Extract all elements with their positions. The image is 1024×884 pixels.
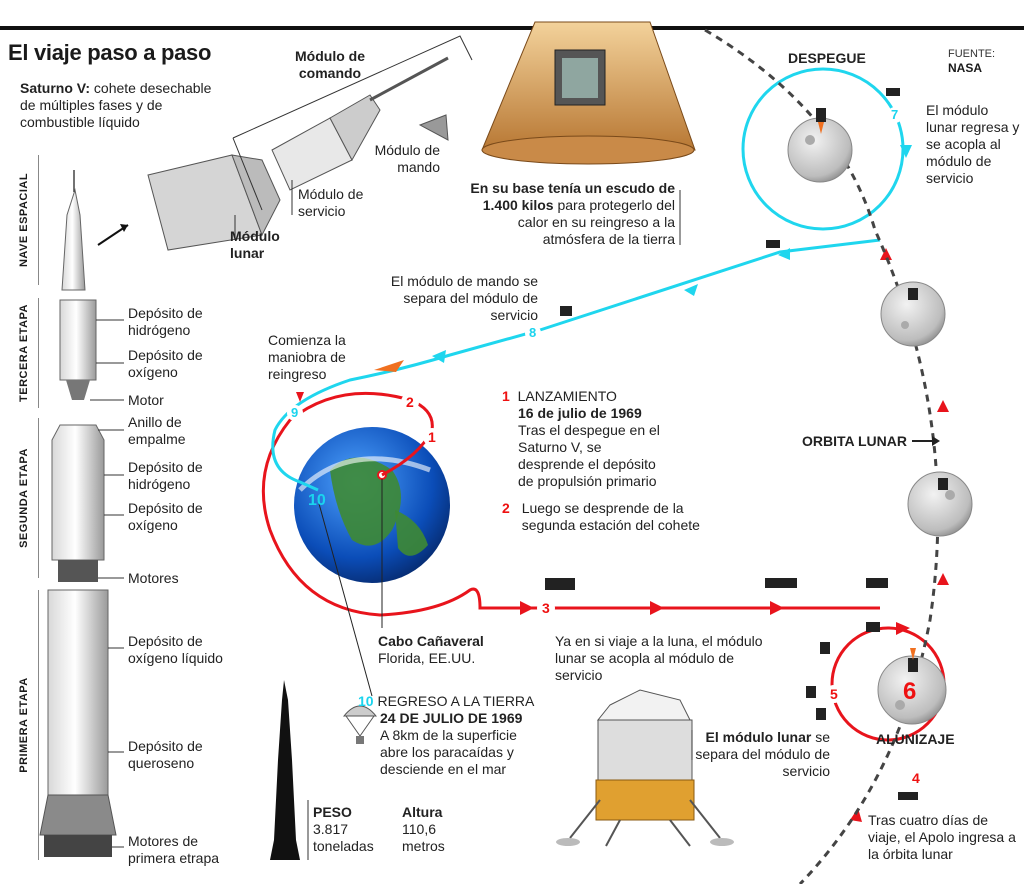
step8-text: El módulo de mando se separa del módulo … xyxy=(390,273,538,323)
marker-1: 1 xyxy=(428,429,436,445)
step10-block: 10 REGRESO A LA TIERRA 24 DE JULIO DE 19… xyxy=(358,693,558,778)
altura-value: 110,6 metros xyxy=(402,821,445,854)
peso-stat: PESO 3.817 toneladas xyxy=(313,804,388,855)
label-dep-oxigeno-3: Depósito de oxígeno xyxy=(128,347,203,380)
parachute-icon xyxy=(342,705,378,744)
step2-text: Luego se desprende de la segunda estació… xyxy=(521,500,700,533)
label-dep-hidrogeno-3: Depósito de hidrógeno xyxy=(128,305,203,338)
moons xyxy=(787,117,973,725)
cabo-name: Cabo Cañaveral xyxy=(378,633,484,649)
peso-label: PESO xyxy=(313,804,352,820)
marker-9: 9 xyxy=(291,405,299,420)
step1-block: 1 LANZAMIENTO 16 de julio de 1969 Tras e… xyxy=(502,388,662,490)
label-anillo: Anillo de empalme xyxy=(128,414,186,447)
source-name: NASA xyxy=(948,61,983,75)
shield-caption: En su base tenía un escudo de 1.400 kilo… xyxy=(455,180,675,248)
stage-nave-espacial: NAVE ESPACIAL xyxy=(10,155,39,285)
lunar-separation: El módulo lunar se separa del módulo de … xyxy=(690,729,830,780)
marker-10: 10 xyxy=(308,492,326,509)
orbita-lunar-label: ORBITA LUNAR xyxy=(802,433,907,449)
saturn-v-rocket xyxy=(39,170,117,857)
label-modulo-mando: Módulo de mando xyxy=(374,142,440,175)
step3-text: Ya en si viaje a la luna, el módulo luna… xyxy=(555,633,763,683)
top-rule xyxy=(0,26,1024,30)
label-motor: Motor xyxy=(128,392,164,408)
source-label: FUENTE: xyxy=(948,48,996,60)
rocket-leaders xyxy=(90,319,124,848)
altura-label: Altura xyxy=(402,804,443,820)
altura-stat: Altura 110,6 metros xyxy=(402,804,462,855)
peso-value: 3.817 toneladas xyxy=(313,821,374,854)
page-title: El viaje paso a paso xyxy=(8,40,212,65)
marker-8: 8 xyxy=(529,325,537,340)
label-modulo-comando: Módulo de comando xyxy=(295,48,365,81)
step9-text: Comienza la maniobra de reingreso xyxy=(268,332,346,382)
step7-text: El módulo lunar regresa y se acopla al m… xyxy=(926,102,1020,186)
saturno-description: Saturno V: cohete desechable de múltiple… xyxy=(20,80,225,131)
label-dep-oxigeno-2: Depósito de oxígeno xyxy=(128,500,203,533)
step1-date: 16 de julio de 1969 xyxy=(518,405,642,421)
label-dep-hidrogeno-2: Depósito de hidrógeno xyxy=(128,459,203,492)
lunar-sep-bold: El módulo lunar xyxy=(705,729,812,745)
shield-bold: En su base tenía un escudo de 1.400 kilo… xyxy=(470,180,675,213)
label-dep-oxigeno-liquido: Depósito de oxígeno líquido xyxy=(128,633,223,666)
step10-number: 10 xyxy=(358,693,374,709)
shield-text: para protegerlo del calor en su reingres… xyxy=(517,197,675,247)
marker-2: 2 xyxy=(406,394,414,410)
lunar-sep-text: se separa del módulo de servicio xyxy=(695,729,830,779)
step2-number: 2 xyxy=(502,500,510,516)
capsule-illustration xyxy=(481,21,696,165)
alunizaje-label: ALUNIZAJE xyxy=(876,731,955,747)
marker-5: 5 xyxy=(830,686,838,702)
saturno-name: Saturno V: xyxy=(20,80,91,96)
marker-7: 7 xyxy=(891,107,899,122)
step1-title: LANZAMIENTO xyxy=(517,388,617,404)
red-step-markers xyxy=(401,393,925,787)
saturno-text: cohete desechable de múltiples fases y d… xyxy=(20,80,212,130)
marker-4: 4 xyxy=(912,770,920,786)
lunar-lander-illustration xyxy=(556,689,734,847)
cabo-canaveral: Cabo Cañaveral Florida, EE.UU. xyxy=(378,633,498,667)
cyan-arrows xyxy=(432,145,912,363)
step4-text: Tras cuatro días de viaje, el Apolo ingr… xyxy=(868,812,1016,862)
craft-silhouettes xyxy=(296,88,948,800)
saturn-silhouette xyxy=(270,680,300,860)
step10-title: REGRESO A LA TIERRA xyxy=(377,693,535,709)
label-modulo-lunar: Módulo lunar xyxy=(230,228,280,261)
step10-text: A 8km de la superficie abre los paracaíd… xyxy=(380,727,517,777)
red-arrows xyxy=(520,248,949,822)
despegue-label: DESPEGUE xyxy=(788,50,866,66)
label-motores: Motores xyxy=(128,570,179,586)
step1-text: Tras el despegue en el Saturno V, se des… xyxy=(518,422,660,489)
marker-6: 6 xyxy=(903,678,917,705)
cyan-step-markers xyxy=(287,107,903,421)
marker-3: 3 xyxy=(542,600,550,616)
cabo-location: Florida, EE.UU. xyxy=(378,650,476,666)
step1-number: 1 xyxy=(502,388,510,404)
label-modulo-servicio: Módulo de servicio xyxy=(298,186,364,219)
step2-block: 2 Luego se desprende de la segunda estac… xyxy=(502,500,742,534)
stage-tercera: TERCERA ETAPA xyxy=(10,298,39,408)
earth-illustration xyxy=(294,427,450,583)
label-dep-queroseno: Depósito de queroseno xyxy=(128,738,203,771)
step10-date: 24 DE JULIO DE 1969 xyxy=(380,710,523,726)
stage-segunda: SEGUNDA ETAPA xyxy=(10,418,39,578)
stage-primera: PRIMERA ETAPA xyxy=(10,590,39,860)
label-motores-primera: Motores de primera etrapa xyxy=(128,833,220,866)
